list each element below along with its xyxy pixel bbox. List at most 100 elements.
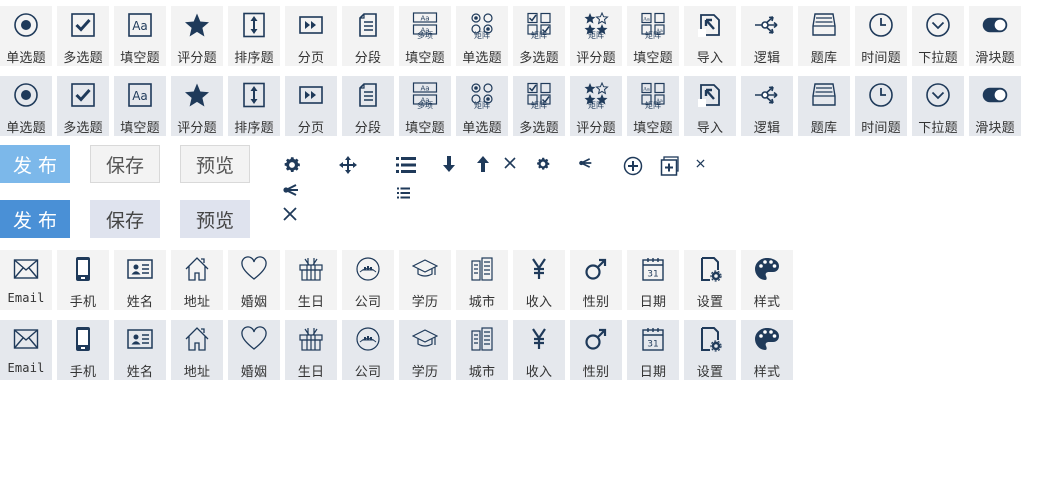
- question-type-matrix-radio[interactable]: 矩阵单选题: [456, 6, 508, 66]
- question-type-dropdown[interactable]: 下拉题: [912, 6, 964, 66]
- question-type-star[interactable]: 评分题: [171, 76, 223, 136]
- list-icon[interactable]: [395, 185, 411, 201]
- field-phone[interactable]: 手机: [57, 250, 109, 310]
- preview-button-active[interactable]: 预览: [180, 200, 250, 238]
- question-type-question-bank[interactable]: 题库: [798, 76, 850, 136]
- branch-icon[interactable]: [576, 155, 594, 171]
- arrow-down-icon[interactable]: [441, 155, 457, 173]
- field-heart[interactable]: 婚姻: [228, 250, 280, 310]
- question-type-question-bank[interactable]: 题库: [798, 6, 850, 66]
- question-type-paragraph[interactable]: 分段: [342, 6, 394, 66]
- tile-label: 手机: [69, 365, 97, 380]
- svg-text:Aa: Aa: [655, 28, 663, 34]
- list-icon[interactable]: [395, 154, 417, 176]
- close-icon[interactable]: [502, 155, 518, 171]
- field-id-card[interactable]: 姓名: [114, 250, 166, 310]
- field-phone[interactable]: 手机: [57, 320, 109, 380]
- field-graduation-cap[interactable]: 学历: [399, 320, 451, 380]
- question-type-paragraph[interactable]: 分段: [342, 76, 394, 136]
- field-graduation-cap[interactable]: 学历: [399, 250, 451, 310]
- question-type-sort[interactable]: 排序题: [228, 6, 280, 66]
- settings-doc-icon: [697, 326, 723, 352]
- save-button-active[interactable]: 保存: [90, 200, 160, 238]
- field-heart[interactable]: 婚姻: [228, 320, 280, 380]
- question-type-logic[interactable]: 逻辑: [741, 76, 793, 136]
- question-type-checkbox[interactable]: 多选题: [57, 6, 109, 66]
- arrow-up-icon[interactable]: [475, 155, 491, 173]
- save-button[interactable]: 保存: [90, 145, 160, 183]
- field-house[interactable]: 地址: [171, 250, 223, 310]
- question-type-matrix-star[interactable]: 矩阵评分题: [570, 76, 622, 136]
- field-company[interactable]: 公司: [342, 320, 394, 380]
- tile-label: 排序题: [234, 51, 274, 66]
- sub-label: 矩阵: [531, 100, 547, 110]
- question-type-toggle[interactable]: 滑块题: [969, 6, 1021, 66]
- field-settings-doc[interactable]: 设置: [684, 250, 736, 310]
- field-settings-doc[interactable]: 设置: [684, 320, 736, 380]
- question-type-clock[interactable]: 时间题: [855, 76, 907, 136]
- question-type-logic[interactable]: 逻辑: [741, 6, 793, 66]
- preview-button[interactable]: 预览: [180, 145, 250, 183]
- field-yen[interactable]: 收入: [513, 250, 565, 310]
- email-icon: [13, 256, 39, 282]
- close-icon[interactable]: [281, 205, 299, 223]
- checkbox-icon: [70, 82, 96, 108]
- gear-icon[interactable]: [281, 154, 303, 176]
- question-type-sort[interactable]: 排序题: [228, 76, 280, 136]
- question-type-toggle[interactable]: 滑块题: [969, 76, 1021, 136]
- field-company[interactable]: 公司: [342, 250, 394, 310]
- question-type-matrix-checkbox[interactable]: 矩阵多选题: [513, 76, 565, 136]
- tile-label: 多选题: [63, 51, 103, 66]
- graduation-cap-icon: [412, 326, 438, 352]
- gear-icon[interactable]: [534, 155, 552, 173]
- field-gender[interactable]: 性别: [570, 320, 622, 380]
- add-circle-icon[interactable]: [622, 155, 644, 177]
- tile-label: 城市: [468, 365, 496, 380]
- branch-icon[interactable]: [281, 181, 301, 199]
- field-palette[interactable]: 样式: [741, 250, 793, 310]
- close-icon[interactable]: [694, 157, 706, 169]
- publish-button-active[interactable]: 发布: [0, 200, 70, 238]
- field-city[interactable]: 城市: [456, 250, 508, 310]
- tile-label: 日期: [639, 295, 667, 310]
- question-type-import[interactable]: 导入: [684, 76, 736, 136]
- tile-label: 收入: [525, 295, 553, 310]
- question-type-checkbox[interactable]: 多选题: [57, 76, 109, 136]
- field-yen[interactable]: 收入: [513, 320, 565, 380]
- move-icon[interactable]: [337, 154, 359, 176]
- fill-blank-icon: Aa: [127, 12, 153, 38]
- question-type-page-break[interactable]: 分页: [285, 6, 337, 66]
- publish-button[interactable]: 发布: [0, 145, 70, 183]
- add-square-icon[interactable]: [659, 155, 681, 177]
- question-type-dropdown[interactable]: 下拉题: [912, 76, 964, 136]
- question-type-matrix-radio[interactable]: 矩阵单选题: [456, 76, 508, 136]
- field-id-card[interactable]: 姓名: [114, 320, 166, 380]
- question-type-star[interactable]: 评分题: [171, 6, 223, 66]
- tile-label: 填空题: [405, 51, 445, 66]
- svg-text:Aa: Aa: [420, 85, 429, 93]
- question-type-import[interactable]: 导入: [684, 6, 736, 66]
- field-gender[interactable]: 性别: [570, 250, 622, 310]
- tile-label: 填空题: [633, 51, 673, 66]
- question-type-matrix-star[interactable]: 矩阵评分题: [570, 6, 622, 66]
- question-type-radio[interactable]: 单选题: [0, 6, 52, 66]
- field-email[interactable]: Email: [0, 320, 52, 380]
- field-gift[interactable]: 生日: [285, 320, 337, 380]
- field-house[interactable]: 地址: [171, 320, 223, 380]
- question-type-page-break[interactable]: 分页: [285, 76, 337, 136]
- question-type-radio[interactable]: 单选题: [0, 76, 52, 136]
- field-city[interactable]: 城市: [456, 320, 508, 380]
- field-email[interactable]: Email: [0, 250, 52, 310]
- question-type-matrix-checkbox[interactable]: 矩阵多选题: [513, 6, 565, 66]
- field-gift[interactable]: 生日: [285, 250, 337, 310]
- question-type-clock[interactable]: 时间题: [855, 6, 907, 66]
- field-palette[interactable]: 样式: [741, 320, 793, 380]
